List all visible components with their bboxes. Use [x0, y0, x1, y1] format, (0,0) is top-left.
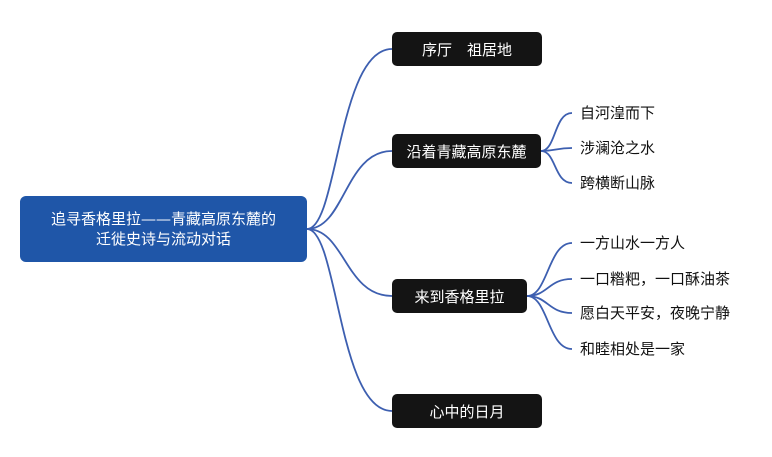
leaf-item: 跨横断山脉	[580, 174, 656, 192]
root-node: 追寻香格里拉——青藏高原东麓的 迁徙史诗与流动对话	[20, 196, 307, 262]
leaf-item: 和睦相处是一家	[580, 340, 686, 358]
leaf-item: 一口糌粑，一口酥油茶	[580, 270, 731, 288]
branch-node-4: 心中的日月	[392, 394, 542, 428]
connector-branch-3-leaf-1	[526, 242, 573, 297]
connector-branch-2-leaf-1	[540, 112, 573, 152]
leaf-item: 涉澜沧之水	[580, 139, 656, 157]
branch-label-1: 序厅 祖居地	[421, 40, 512, 59]
branch-node-3: 来到香格里拉	[392, 279, 527, 313]
leaf-item: 自河湟而下	[580, 104, 656, 122]
connector-branch-3-leaf-4	[526, 295, 573, 350]
root-title-line-1: 追寻香格里拉——青藏高原东麓的	[50, 210, 276, 228]
branch-node-1: 序厅 祖居地	[392, 32, 542, 66]
branch-node-2: 沿着青藏高原东麓	[392, 134, 541, 168]
connector-root-branch-4	[306, 228, 393, 412]
branch-label-4: 心中的日月	[429, 402, 505, 421]
connector-root-branch-2	[306, 150, 393, 230]
connector-root-branch-1	[306, 48, 393, 230]
root-title-line-2: 迁徙史诗与流动对话	[95, 230, 231, 248]
leaf-item: 愿白天平安，夜晚宁静	[580, 304, 731, 322]
branch-label-2: 沿着青藏高原东麓	[406, 142, 527, 161]
connector-root-branch-3	[306, 228, 393, 297]
connector-branch-2-leaf-3	[540, 150, 573, 184]
leaf-item: 一方山水一方人	[580, 234, 686, 252]
branch-label-3: 来到香格里拉	[414, 287, 505, 306]
